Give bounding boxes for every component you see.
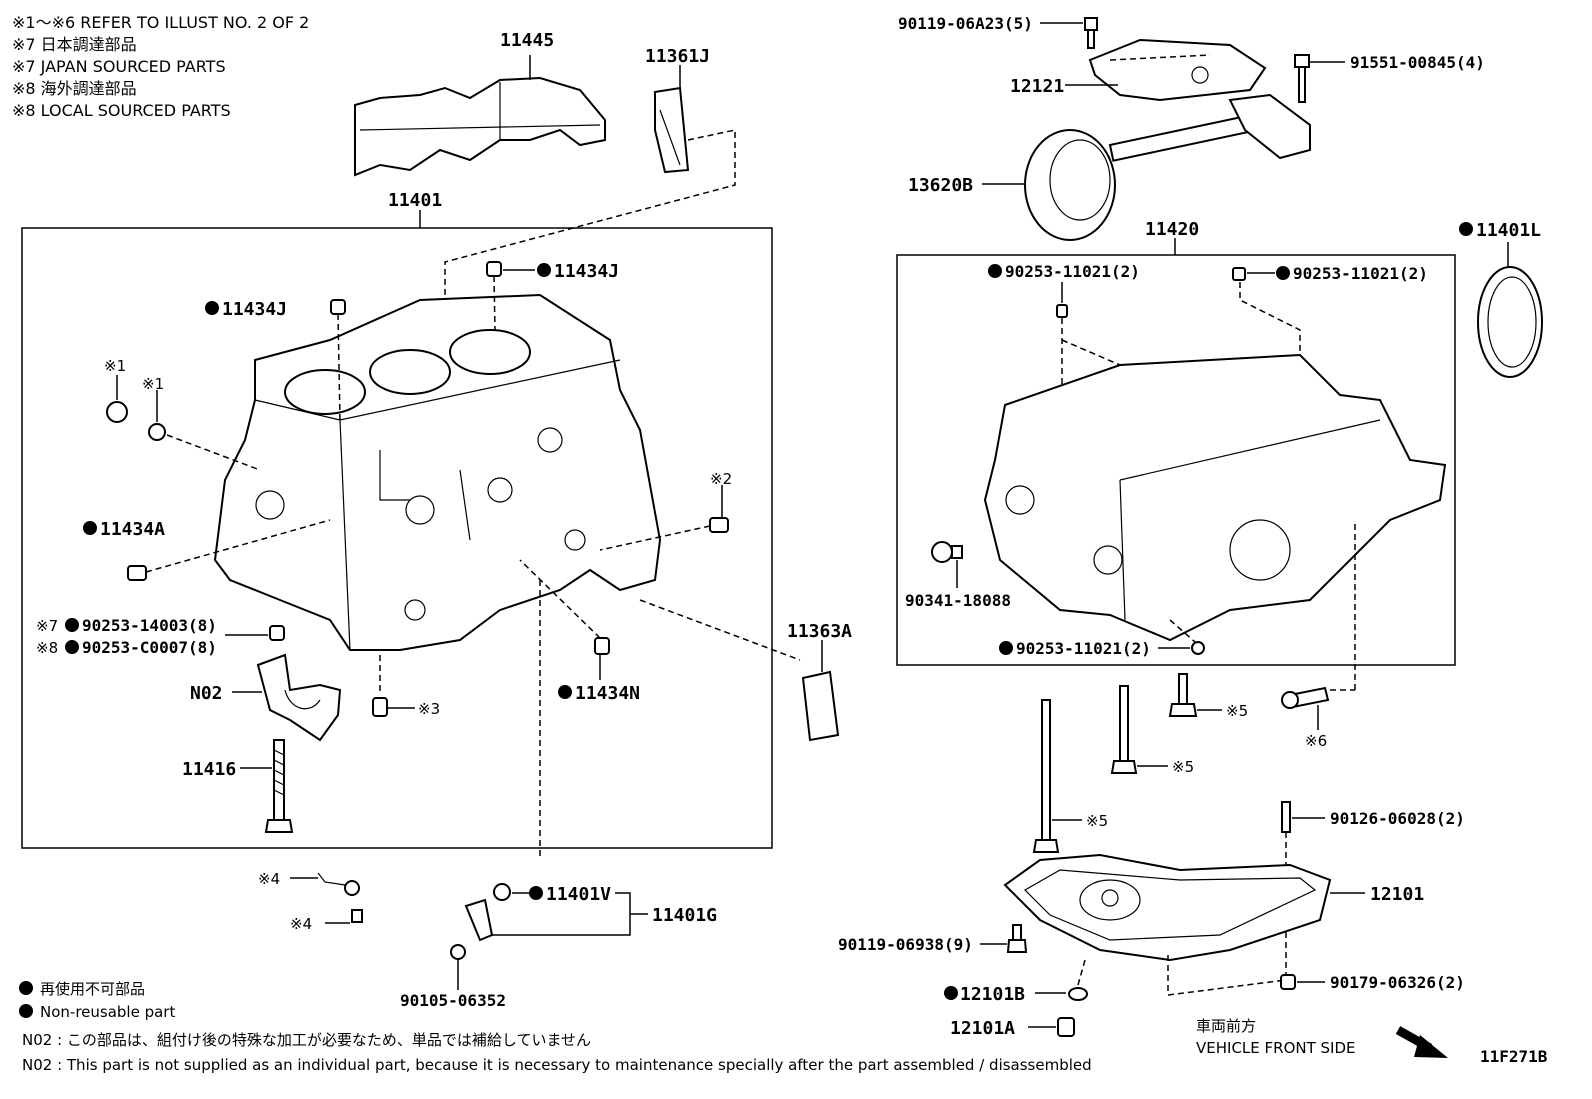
stud-90126 bbox=[1281, 801, 1291, 833]
bearing-cap-N02 bbox=[256, 653, 342, 742]
illustration-id: 11F271B bbox=[1480, 1047, 1548, 1066]
legend-dot-en bbox=[19, 1004, 33, 1018]
label-90126-06028: 90126-06028(2) bbox=[1330, 809, 1465, 828]
label-11434A: 11434A bbox=[100, 519, 165, 540]
footnote-en: N02 : This part is not supplied as an in… bbox=[22, 1056, 1092, 1074]
label-11401: 11401 bbox=[388, 190, 442, 211]
label-ref5-c: ※5 bbox=[1086, 812, 1108, 830]
label-11361J: 11361J bbox=[645, 46, 710, 67]
label-90119-06A23: 90119-06A23(5) bbox=[898, 14, 1033, 33]
label-ref5-a: ※5 bbox=[1226, 702, 1248, 720]
legend-dot-jp bbox=[19, 981, 33, 995]
label-12101: 12101 bbox=[1370, 884, 1424, 905]
bolt-91551 bbox=[1294, 54, 1310, 103]
pin-90253-a bbox=[1056, 304, 1068, 318]
label-91551-00845: 91551-00845(4) bbox=[1350, 53, 1485, 72]
note-local-sourced-jp: ※8 海外調達部品 bbox=[12, 79, 137, 98]
cylinder-block-frame bbox=[21, 227, 773, 849]
label-N02: N02 bbox=[190, 683, 223, 704]
oil-pan-12101 bbox=[1003, 853, 1332, 962]
label-11445: 11445 bbox=[500, 30, 554, 51]
label-ref6: ※6 bbox=[1305, 732, 1327, 750]
label-12101A: 12101A bbox=[950, 1018, 1015, 1039]
oring-11401V bbox=[493, 883, 511, 901]
bolt-11416 bbox=[264, 739, 294, 833]
label-ref4-a: ※4 bbox=[258, 870, 280, 888]
label-90253-11021-c: 90253-11021(2) bbox=[1016, 639, 1151, 658]
pin-ref3 bbox=[372, 697, 388, 717]
cylinder-block bbox=[213, 293, 662, 651]
label-90253-14003: 90253-14003(8) bbox=[82, 616, 217, 635]
note-jp-sourced-jp: ※7 日本調達部品 bbox=[12, 35, 137, 54]
label-ref4-b: ※4 bbox=[290, 915, 312, 933]
label-11401G: 11401G bbox=[652, 905, 717, 926]
notes-block: ※1～※6 REFER TO ILLUST NO. 2 OF 2 ※7 日本調達… bbox=[12, 12, 309, 122]
front-arrow-icon bbox=[1395, 1026, 1448, 1058]
nut-90179 bbox=[1280, 974, 1296, 990]
pin-11434N bbox=[594, 637, 610, 655]
pin-11434A bbox=[127, 565, 147, 581]
label-ref5-b: ※5 bbox=[1172, 758, 1194, 776]
label-11420: 11420 bbox=[1145, 219, 1199, 240]
legend-text-jp: 再使用不可部品 bbox=[40, 980, 145, 998]
label-12121: 12121 bbox=[1010, 76, 1064, 97]
label-11401V: 11401V bbox=[546, 884, 611, 905]
bush-90253 bbox=[269, 625, 285, 641]
gasket-12101B bbox=[1068, 987, 1088, 1001]
label-ref1-a: ※1 bbox=[104, 357, 126, 375]
pin-90253-b bbox=[1232, 267, 1246, 281]
label-11401L: 11401L bbox=[1476, 220, 1541, 241]
label-11416: 11416 bbox=[182, 759, 236, 780]
bolt-90119-06A23 bbox=[1084, 17, 1098, 49]
part-11361J bbox=[654, 86, 690, 174]
note-refer: ※1～※6 REFER TO ILLUST NO. 2 OF 2 bbox=[12, 13, 310, 32]
note-local-sourced: ※8 LOCAL SOURCED PARTS bbox=[12, 101, 231, 120]
sensor-11401G bbox=[450, 898, 494, 960]
bolt-ref5-b bbox=[1110, 685, 1138, 774]
front-side-jp: 車両前方 bbox=[1196, 1017, 1256, 1035]
insulator-11445 bbox=[354, 76, 606, 177]
footnote-jp: N02 : この部品は、組付け後の特殊な加工が必要なため、単品では補給していませ… bbox=[22, 1031, 591, 1049]
label-90253-11021-b: 90253-11021(2) bbox=[1293, 264, 1428, 283]
label-ref3: ※3 bbox=[418, 700, 440, 718]
label-90253-11021-a: 90253-11021(2) bbox=[1005, 262, 1140, 281]
bolt-ref5-c bbox=[1032, 699, 1060, 853]
label-ref7: ※7 bbox=[36, 617, 58, 635]
part-11363A bbox=[801, 670, 840, 742]
label-ref8: ※8 bbox=[36, 639, 58, 657]
pin-11434J-b bbox=[486, 261, 502, 277]
label-ref2: ※2 bbox=[710, 470, 732, 488]
label-11363A: 11363A bbox=[787, 621, 852, 642]
label-90105-06352: 90105-06352 bbox=[400, 991, 506, 1010]
label-90253-C0007: 90253-C0007(8) bbox=[82, 638, 217, 657]
bolt-ref5-a bbox=[1168, 673, 1198, 717]
bolt-ref6 bbox=[1281, 686, 1330, 709]
seal-11401L bbox=[1477, 266, 1543, 378]
plug-ref1 bbox=[106, 401, 166, 441]
note-jp-sourced: ※7 JAPAN SOURCED PARTS bbox=[12, 57, 226, 76]
front-side-en: VEHICLE FRONT SIDE bbox=[1196, 1039, 1356, 1057]
oil-pan-frame bbox=[896, 254, 1456, 666]
legend-text-en: Non-reusable part bbox=[40, 1003, 175, 1021]
label-11434J-right: 11434J bbox=[554, 261, 619, 282]
sensor-ref4 bbox=[317, 872, 363, 923]
label-90341-18088: 90341-18088 bbox=[905, 591, 1011, 610]
oil-pan-upper bbox=[983, 353, 1447, 642]
plug-12101A bbox=[1057, 1017, 1075, 1037]
label-90179-06326: 90179-06326(2) bbox=[1330, 973, 1465, 992]
label-12101B: 12101B bbox=[960, 984, 1025, 1005]
oil-pump-13620B bbox=[1024, 93, 1311, 241]
pin-11434J-a bbox=[330, 299, 346, 315]
label-13620B: 13620B bbox=[908, 175, 973, 196]
label-ref1-b: ※1 bbox=[142, 375, 164, 393]
plate-12121 bbox=[1088, 38, 1267, 102]
plug-90341 bbox=[931, 541, 963, 563]
pin-90253-c bbox=[1191, 641, 1205, 655]
label-90119-06938: 90119-06938(9) bbox=[838, 935, 973, 954]
bolt-90119-06938 bbox=[1006, 924, 1028, 953]
pin-ref2 bbox=[709, 517, 729, 533]
label-11434J-left: 11434J bbox=[222, 299, 287, 320]
label-11434N: 11434N bbox=[575, 683, 640, 704]
